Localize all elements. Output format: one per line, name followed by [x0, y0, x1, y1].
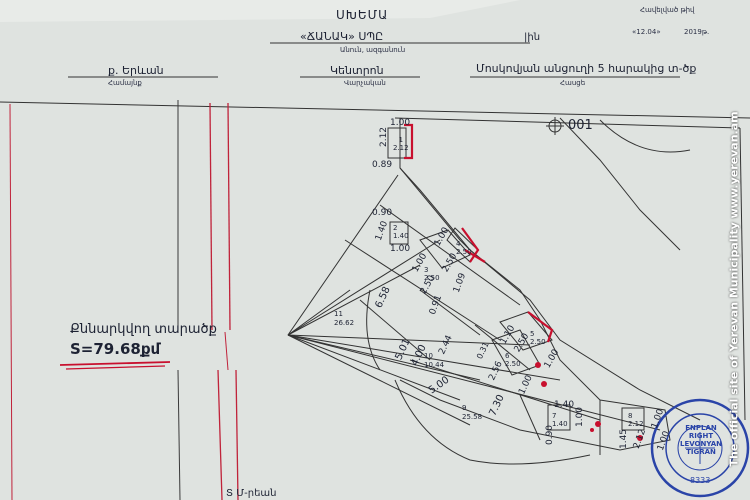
plot-id: 3: [424, 266, 429, 274]
address-value: Մոսկովյան անցուղի 5 հարակից տ-ծք: [476, 62, 697, 75]
plot-id: 7: [552, 412, 557, 420]
plot-id: 6: [505, 352, 510, 360]
plot-area: 2.12: [628, 420, 644, 428]
district-caption: Վարչական: [344, 79, 386, 87]
document-title: ՍԽԵՄԱ: [336, 8, 389, 22]
plot-area: 25.58: [462, 413, 483, 421]
plot-id: 4: [456, 240, 461, 248]
district-value: Կենտրոն: [330, 64, 384, 77]
dimension-label: 0.90: [372, 208, 393, 218]
dimension-label: 1.00: [390, 244, 411, 254]
doc-date: «12.04»: [632, 28, 661, 36]
plot-id: 2: [393, 224, 398, 232]
dimension-label: 1.40: [554, 400, 575, 410]
area-label-value: S=79.68քմ: [70, 340, 161, 358]
plot-8: 8 2.12: [628, 412, 644, 428]
dimension-label: 0.89: [372, 160, 393, 170]
plot-2: 2 1.40: [393, 224, 409, 240]
company-name: «ՃԱՆԱԿ» ՍՊԸ: [300, 30, 384, 43]
dimension-label: 1.00: [575, 406, 586, 428]
plot-area: 2.50: [505, 360, 521, 368]
site-watermark: The official site of Yerevan Municipalit…: [714, 20, 744, 490]
plot-area: 1.40: [552, 420, 568, 428]
dimension-label: 0.90: [545, 424, 556, 446]
plot-area: 2.50: [424, 274, 440, 282]
plot-7: 7 1.40: [552, 412, 568, 428]
plot-11: 11 26.62: [334, 310, 354, 328]
plot-id: 11: [334, 310, 343, 318]
seal-text: ENPLAN RIGHT LEVONYAN TIGRAN: [679, 424, 723, 456]
plot-1: 1 2.12: [393, 136, 409, 152]
plot-id: 9: [462, 404, 467, 412]
seal-number: 8333: [690, 476, 711, 485]
plot-9: 9 25.58: [462, 404, 482, 422]
doc-year: 2019թ.: [684, 28, 710, 36]
plot-area: 1.40: [393, 232, 409, 240]
dimension-label: 2.12: [379, 126, 390, 148]
plot-5: 5 2.50: [530, 330, 546, 346]
plot-id: 5: [530, 330, 535, 338]
plot-area: 2.50: [456, 248, 472, 256]
city-value: ք. Երևան: [108, 64, 164, 77]
dimension-label: 1.00: [390, 118, 411, 128]
dimension-label: 1.45: [619, 428, 630, 450]
blue-seal: [650, 398, 750, 498]
reference-mark-label: 001: [568, 118, 593, 133]
watermark-text: The official site of Yerevan Municipalit…: [727, 111, 741, 467]
plot-6: 6 2.50: [505, 352, 521, 368]
plot-area: 2.12: [393, 144, 409, 152]
plot-3: 3 2.50: [424, 266, 440, 282]
plot-area: 26.62: [334, 319, 355, 327]
company-caption: Անուն, ազգանուն: [340, 46, 406, 54]
plot-id: 1: [398, 136, 404, 144]
plot-10: 10 10.44: [424, 352, 444, 370]
area-label-title: Քննարկվող տարածք: [70, 322, 217, 337]
plot-area: 2.50: [530, 338, 546, 346]
address-caption: Հասցե: [560, 79, 586, 87]
plot-id: 8: [628, 412, 633, 420]
bottom-label: Տ Մ-րեան: [226, 488, 277, 499]
plot-id: 10: [424, 352, 433, 360]
company-suffix: |ին: [524, 32, 541, 43]
plot-4: 4 2.50: [456, 240, 472, 256]
plot-area: 10.44: [424, 361, 445, 369]
city-caption: Համայնք: [108, 79, 142, 87]
doc-number-label: Հավելված թիվ: [640, 6, 695, 14]
